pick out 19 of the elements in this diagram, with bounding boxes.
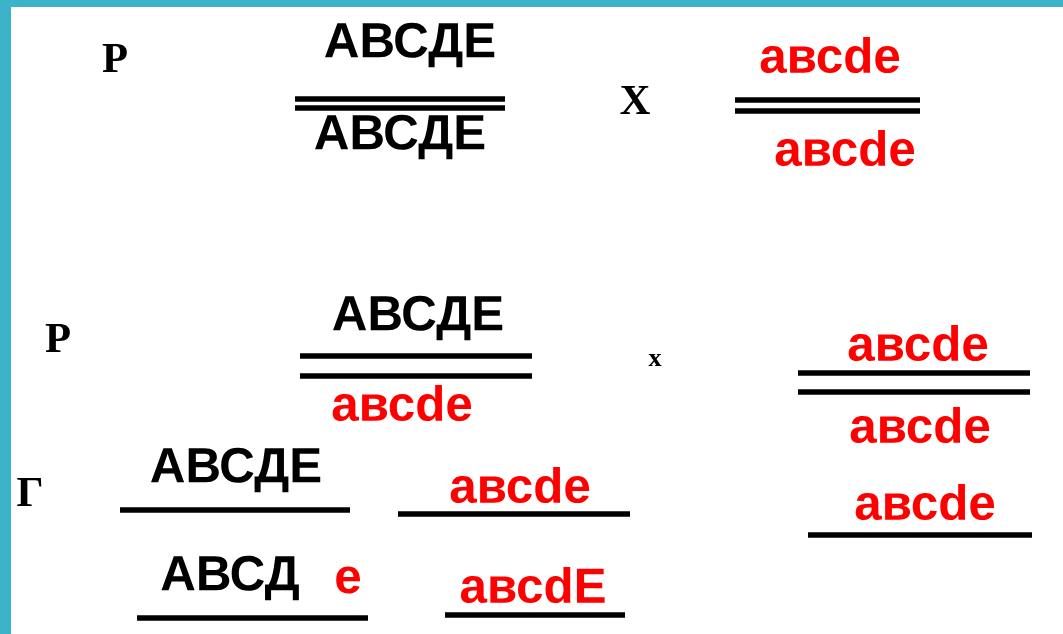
- genotype-text: авсde: [855, 483, 995, 521]
- genotype-text: АВСДЕ: [333, 295, 503, 341]
- genotype-text: X: [620, 86, 650, 114]
- genotype-text: Р: [102, 44, 127, 72]
- genotype-text: авсde: [848, 324, 988, 362]
- genotype-text: авсde: [775, 129, 915, 167]
- genotype-text: авсdЕ: [460, 566, 605, 604]
- genotype-text: АВСДЕ: [151, 447, 321, 493]
- genotype-text: авсde: [450, 466, 590, 504]
- genotype-text: АВСД: [161, 555, 299, 601]
- genotype-text: авсde: [850, 406, 990, 444]
- genotype-text: Г: [17, 478, 42, 506]
- genotype-text: АВСДЕ: [325, 22, 495, 68]
- genotype-text: x: [648, 353, 662, 367]
- genotype-text: авсde: [760, 36, 900, 74]
- genotype-text: Р: [45, 324, 70, 352]
- genotype-text: e: [336, 566, 361, 594]
- genotype-text: АВСДЕ: [315, 114, 485, 160]
- genotype-text: авсde: [332, 384, 472, 422]
